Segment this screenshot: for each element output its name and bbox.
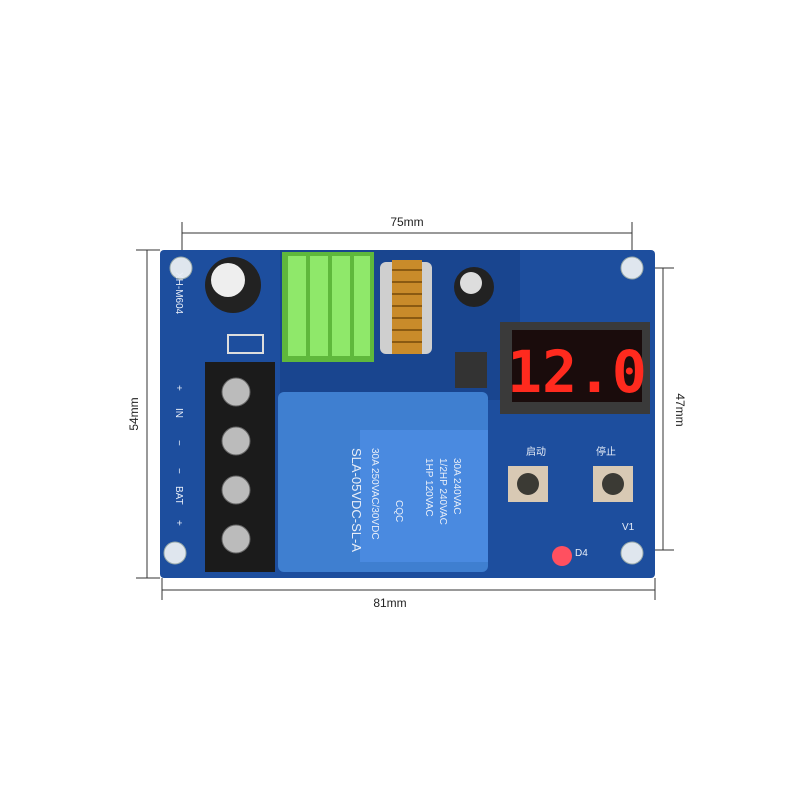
- terminal-label: −: [173, 440, 184, 446]
- relay-model: SLA-05VDC-SL-A: [349, 448, 364, 552]
- stop-label: 停止: [596, 445, 616, 458]
- mount-label: V1: [622, 522, 635, 533]
- stop-button[interactable]: [593, 466, 633, 502]
- model-label: XH-M604: [173, 272, 184, 315]
- relay: [278, 392, 488, 572]
- relay-rating: 30A 240VAC: [451, 458, 462, 515]
- mounting-holes: [163, 256, 644, 565]
- relay-rating: 1/2HP 240VAC: [437, 458, 448, 525]
- start-button[interactable]: [508, 466, 548, 502]
- start-label: 启动: [526, 445, 546, 458]
- display-readout: 12.0: [507, 338, 647, 406]
- led-indicator: [552, 546, 572, 566]
- heatsink: [282, 252, 374, 362]
- left-dimension-label: 54mm: [127, 397, 141, 430]
- terminal-block: [205, 362, 275, 572]
- bottom-dimension-label: 81mm: [373, 596, 406, 610]
- inductor-coil: [380, 260, 432, 354]
- led-label: D4: [575, 548, 588, 559]
- terminal-label: −: [173, 468, 184, 474]
- ic-chip: [455, 352, 487, 388]
- terminal-label: +: [173, 520, 184, 526]
- top-dimension-label: 75mm: [390, 215, 423, 229]
- terminal-label: IN: [173, 408, 184, 418]
- relay-logo: CQC: [393, 500, 404, 522]
- terminal-label: BAT: [173, 486, 184, 505]
- seven-segment-display: [500, 322, 650, 414]
- relay-rating: 30A 250VAC/30VDC: [369, 448, 380, 540]
- right-dimension-label: 47mm: [673, 393, 687, 426]
- relay-rating: 1HP 120VAC: [423, 458, 434, 517]
- terminal-label: +: [173, 385, 184, 391]
